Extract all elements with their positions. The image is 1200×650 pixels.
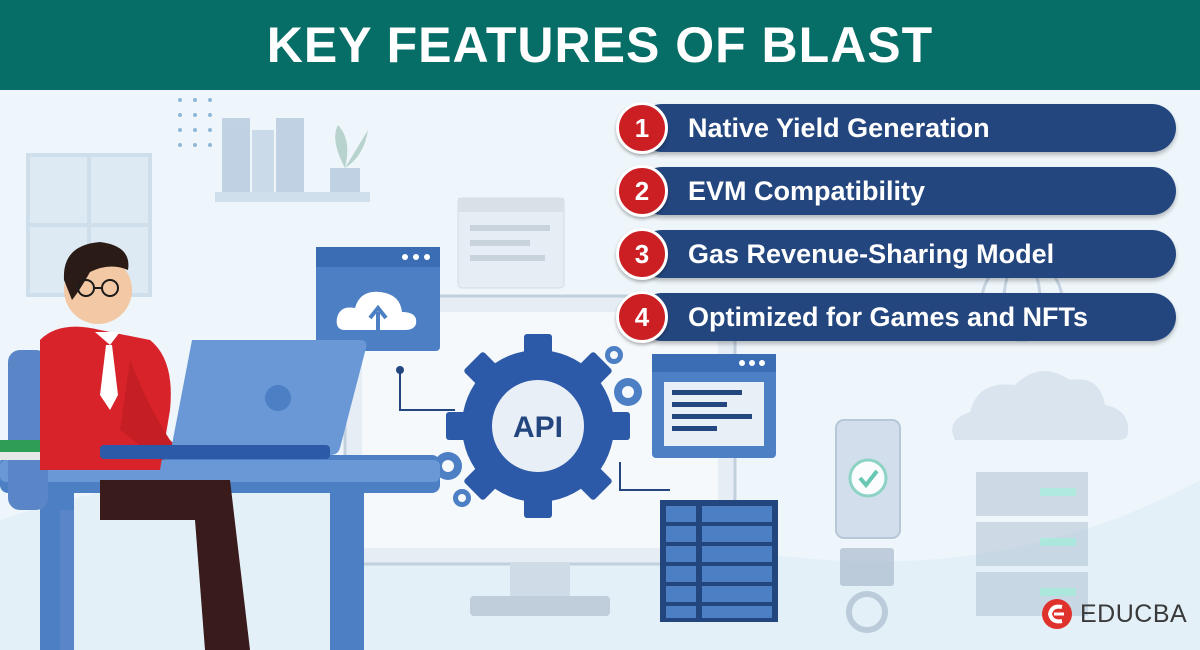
feature-label: Native Yield Generation (688, 113, 990, 143)
feature-number-badge: 3 (616, 228, 668, 280)
page-title: KEY FEATURES OF BLAST (266, 17, 934, 73)
brand-name: EDUCBA (1080, 599, 1188, 628)
feature-item-2: 2 EVM Compatibility (616, 165, 1176, 217)
feature-label: Gas Revenue-Sharing Model (688, 239, 1055, 269)
code-window (652, 354, 776, 458)
feature-item-4: 4 Optimized for Games and NFTs (616, 291, 1176, 343)
header-banner: KEY FEATURES OF BLAST (0, 0, 1200, 90)
feature-label: Optimized for Games and NFTs (688, 302, 1089, 332)
feature-number-badge: 4 (616, 291, 668, 343)
feature-label: EVM Compatibility (688, 176, 926, 206)
cloud-server-icon (952, 258, 1129, 616)
api-label: API (513, 411, 563, 444)
educba-logo-icon (1042, 599, 1072, 629)
feature-bar (638, 230, 1176, 278)
dot-grid-decoration (178, 98, 212, 147)
api-gear-icon: API (446, 334, 630, 518)
person-at-desk-illustration (0, 242, 440, 650)
feature-bar (638, 167, 1176, 215)
feature-item-1: 1 Native Yield Generation (616, 102, 1176, 154)
small-gear-icon (434, 346, 642, 507)
feature-bar (638, 104, 1176, 152)
phone-check-icon (835, 419, 901, 633)
feature-number-badge: 2 (616, 165, 668, 217)
server-rack-icon (660, 500, 778, 622)
upload-cloud-window (316, 247, 440, 351)
bookshelf-decoration (215, 118, 370, 202)
feature-number-badge: 1 (616, 102, 668, 154)
feature-item-3: 3 Gas Revenue-Sharing Model (616, 228, 1176, 280)
background-window-card (457, 197, 565, 289)
feature-bar (638, 293, 1176, 341)
educba-logo: EDUCBA (1040, 597, 1187, 631)
